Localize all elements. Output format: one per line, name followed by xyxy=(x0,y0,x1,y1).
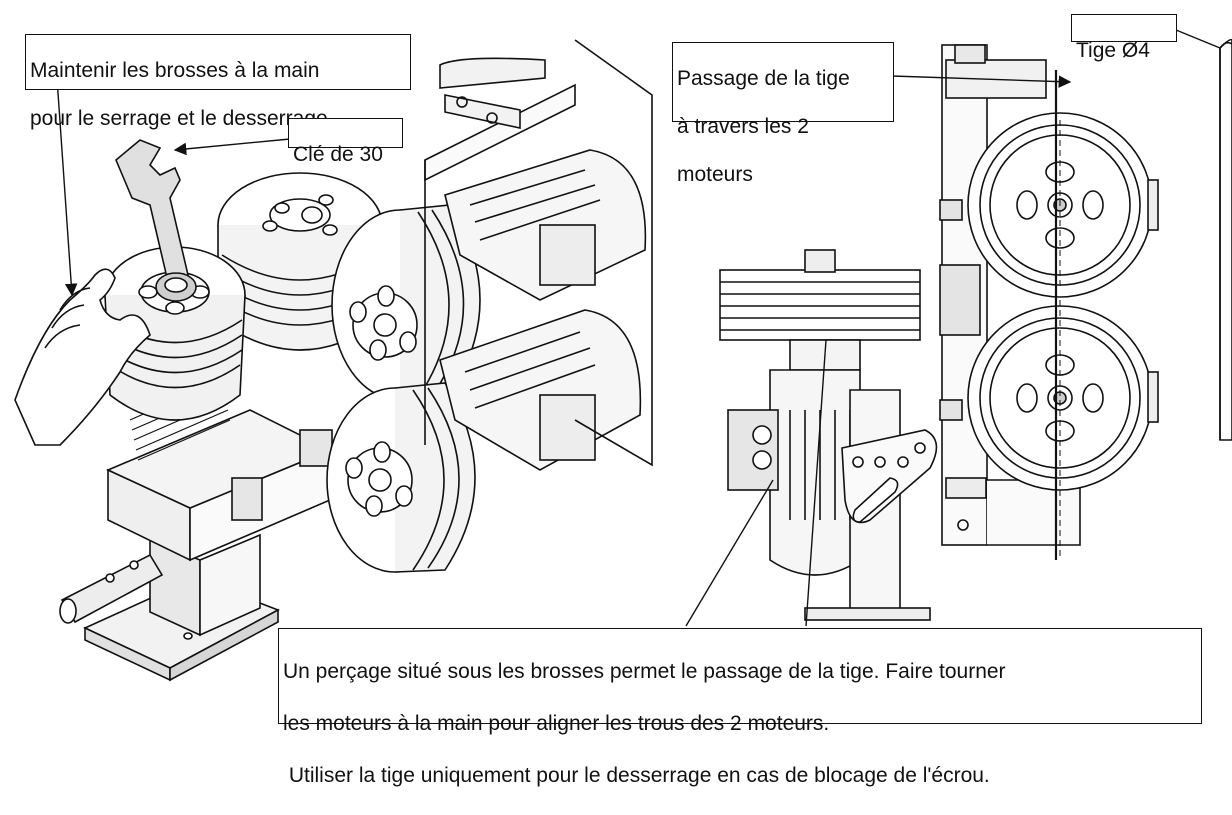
left-assembly xyxy=(14,39,653,682)
leader-hand xyxy=(55,63,78,297)
callout-wrench-note: Clé de 30 xyxy=(288,118,403,166)
tension-arm xyxy=(841,429,938,524)
wrench-note-line-1: Clé de 30 xyxy=(293,143,383,166)
brush-wheel-face-upper xyxy=(967,112,1159,298)
bottom-note-line-1: Un perçage situé sous les brosses permet… xyxy=(283,660,1006,683)
pedestal xyxy=(149,533,261,637)
callout-bottom-note: Un perçage situé sous les brosses permet… xyxy=(278,628,1202,787)
rod-pass-line-3: moteurs xyxy=(677,163,753,186)
brush-wheel-upper-right xyxy=(331,204,481,401)
motor-housing-lower xyxy=(439,309,642,471)
motor-housing-right xyxy=(727,369,861,576)
brush-wheel-lower-right xyxy=(326,382,476,573)
hand-note-line-1: Maintenir les brosses à la main xyxy=(30,59,320,82)
rod-label-text: Tige Ø4 xyxy=(1076,39,1150,62)
drawing-canvas xyxy=(14,29,1232,682)
hand-illustration xyxy=(14,268,151,446)
callout-hand-note: Maintenir les brosses à la main pour le … xyxy=(25,34,411,130)
leader-arrows xyxy=(55,29,1221,627)
rod-pass-line-1: Passage de la tige xyxy=(677,67,850,90)
callout-rod-label: Tige Ø4 xyxy=(1071,14,1177,62)
bottom-note-line-2: les moteurs à la main pour aligner les t… xyxy=(283,712,830,735)
leader-drilling xyxy=(685,479,774,627)
right-assembly xyxy=(719,44,1159,621)
support-frame xyxy=(424,39,653,467)
rod-illustration xyxy=(1219,38,1232,441)
motor-housing-upper xyxy=(444,149,647,301)
motor-housing-left-lower xyxy=(106,409,333,562)
leader-rod-label xyxy=(1175,29,1221,49)
wrench-icon xyxy=(115,139,197,302)
bottom-note-line-3: Utiliser la tige uniquement pour le dess… xyxy=(283,764,990,787)
brush-stack-side xyxy=(719,249,921,371)
leader-drilling-2 xyxy=(805,339,827,627)
leader-rod-pass xyxy=(891,75,1072,88)
output-shaft xyxy=(59,553,164,624)
technical-illustration: Maintenir les brosses à la main pour le … xyxy=(14,14,1232,787)
leader-wrench xyxy=(173,138,291,156)
rod-pass-line-2: à travers les 2 xyxy=(677,115,809,138)
brush-wheel-face-lower xyxy=(967,300,1159,560)
callout-rod-pass-note: Passage de la tige à travers les 2 moteu… xyxy=(672,42,894,186)
